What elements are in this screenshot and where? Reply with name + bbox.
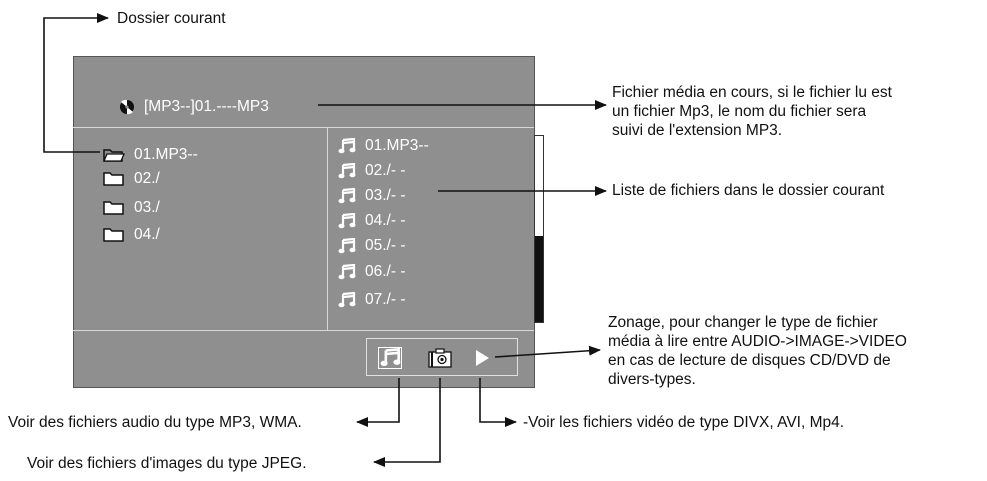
music-note-icon [338, 264, 356, 280]
callout-current-folder [43, 13, 109, 153]
audio-mode-button[interactable] [378, 347, 402, 369]
music-note-icon [338, 238, 356, 254]
camera-icon [428, 348, 452, 368]
annotation-video: -Voir les fichiers vidéo de type DIVX, A… [523, 414, 845, 431]
file-label: 07./- - [365, 291, 406, 308]
file-label: 05./- - [365, 237, 406, 254]
music-note-icon [338, 188, 356, 204]
file-item[interactable]: 01.MP3-- [338, 136, 429, 156]
annotation-current-media-3: suivi de l'extension MP3. [612, 122, 783, 139]
annotation-zoning-4: divers-types. [608, 371, 696, 388]
video-mode-button[interactable] [471, 347, 495, 369]
folder-label: 04./ [134, 226, 160, 243]
music-note-icon [380, 348, 401, 367]
file-label: 01.MP3-- [365, 137, 429, 154]
image-mode-button[interactable] [428, 347, 452, 369]
music-note-icon [338, 138, 356, 154]
file-item[interactable]: 07./- - [338, 290, 405, 310]
annotation-audio: Voir des fichiers audio du type MP3, WMA… [8, 414, 302, 431]
folder-label: 03./ [134, 199, 160, 216]
player-screen [73, 56, 535, 388]
folder-item[interactable]: 03./ [103, 198, 160, 218]
music-note-icon [338, 163, 356, 179]
file-label: 03./- - [365, 187, 406, 204]
file-label: 02./- - [365, 162, 406, 179]
file-item[interactable]: 05./- - [338, 236, 405, 256]
folder-icon [103, 172, 124, 186]
file-label: 04./- - [365, 212, 406, 229]
annotation-current-media-2: un fichier Mp3, le nom du fichier sera [612, 103, 867, 120]
folder-icon [103, 201, 124, 215]
folder-open-icon [103, 149, 125, 162]
callout-images [373, 378, 441, 467]
play-icon [476, 350, 489, 366]
annotation-file-list: Liste de fichiers dans le dossier couran… [612, 182, 885, 199]
file-item[interactable]: 03./- - [338, 186, 405, 206]
file-label: 06./- - [365, 263, 406, 280]
folder-label: 02./ [134, 170, 160, 187]
callout-zoning [494, 345, 601, 358]
folder-panel [73, 127, 327, 331]
callout-audio [356, 378, 400, 427]
scrollbar[interactable] [534, 135, 544, 323]
music-note-icon [338, 292, 356, 308]
annotation-zoning-1: Zonage, pour changer le type de fichier [608, 314, 878, 331]
annotation-zoning-2: média à lire entre AUDIO->IMAGE->VIDEO [608, 333, 907, 350]
scrollbar-thumb[interactable] [535, 236, 543, 322]
now-playing: [MP3--]01.----MP3 [119, 97, 269, 117]
annotation-zoning-3: en cas de lecture de disques CD/DVD de [608, 352, 891, 369]
now-playing-title: [MP3--]01.----MP3 [144, 98, 269, 115]
folder-icon [103, 228, 124, 242]
media-type-selector [366, 338, 518, 376]
disc-icon [120, 99, 134, 115]
annotation-current-folder: Dossier courant [117, 10, 226, 27]
folder-label: 01.MP3-- [134, 146, 198, 163]
file-item[interactable]: 02./- - [338, 161, 405, 181]
folder-item[interactable]: 02./ [103, 169, 160, 189]
file-item[interactable]: 06./- - [338, 262, 405, 282]
folder-item[interactable]: 04./ [103, 225, 160, 245]
callout-video [479, 378, 517, 427]
file-item[interactable]: 04./- - [338, 211, 405, 231]
music-note-icon [338, 213, 356, 229]
file-panel [327, 127, 534, 331]
annotation-current-media-1: Fichier média en cours, si le fichier lu… [612, 84, 892, 101]
folder-item[interactable]: 01.MP3-- [103, 145, 198, 165]
annotation-images: Voir des fichiers d'images du type JPEG. [27, 455, 307, 472]
